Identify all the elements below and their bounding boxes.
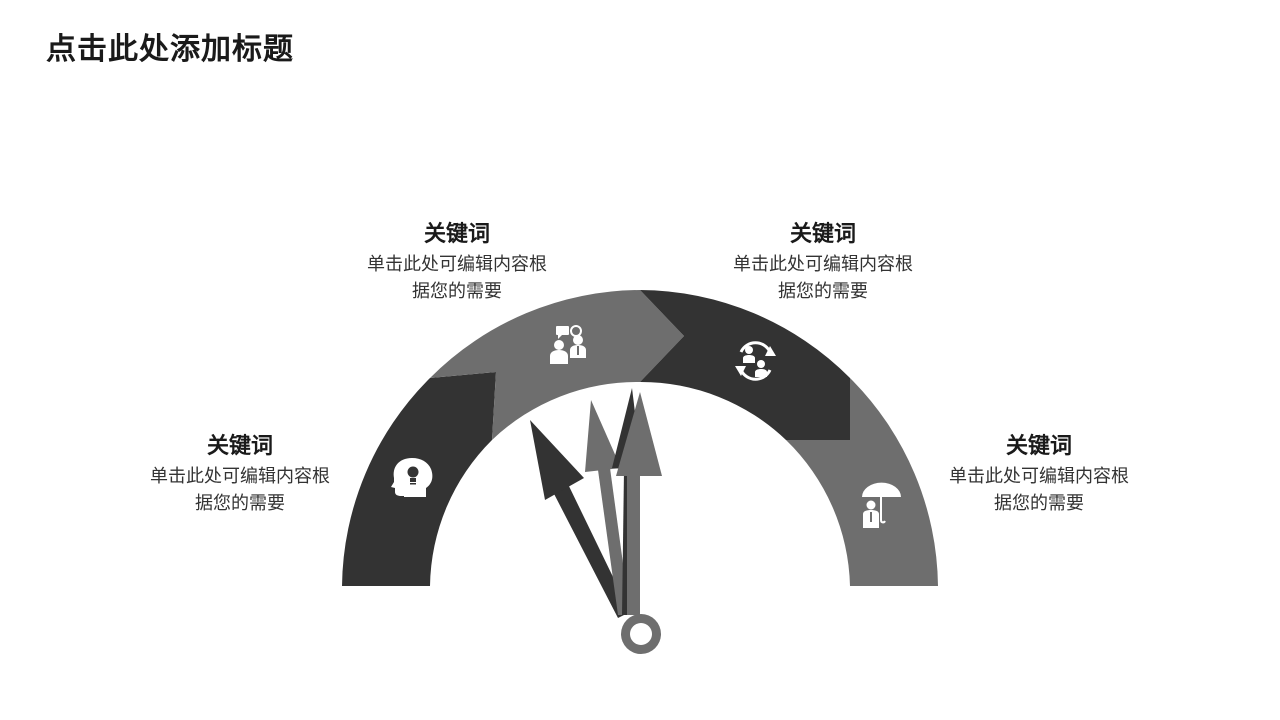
page-title[interactable]: 点击此处添加标题: [46, 32, 294, 67]
people-chat-icon: [550, 325, 586, 364]
keyword-title: 关键词: [206, 434, 273, 459]
keyword-block-2[interactable]: 关键词 单击此处可编辑内容根 据您的需要: [347, 221, 567, 305]
keyword-desc: 单击此处可编辑内容根 据您的需要: [949, 466, 1129, 514]
keyword-desc: 单击此处可编辑内容根 据您的需要: [733, 254, 913, 302]
umbrella-person-icon: [862, 482, 901, 528]
needle-arrow-4: [616, 392, 662, 615]
lightbulb-head-icon: [391, 458, 433, 497]
keyword-block-3[interactable]: 关键词 单击此处可编辑内容根 据您的需要: [713, 221, 933, 305]
people-cycle-icon: [735, 341, 776, 381]
keyword-desc: 单击此处可编辑内容根 据您的需要: [367, 254, 547, 302]
gauge-segment-4: [786, 378, 938, 586]
keyword-title: 关键词: [423, 222, 490, 247]
keyword-block-4[interactable]: 关键词 单击此处可编辑内容根 据您的需要: [929, 433, 1149, 517]
keyword-desc: 单击此处可编辑内容根 据您的需要: [150, 466, 330, 514]
needle-arrow-1: [530, 420, 630, 618]
gauge-segment-2: [430, 290, 684, 440]
keyword-title: 关键词: [789, 222, 856, 247]
keyword-title: 关键词: [1005, 434, 1072, 459]
needle-arrow-2: [585, 400, 630, 615]
needle-hub-hole: [630, 623, 652, 645]
keyword-block-1[interactable]: 关键词 单击此处可编辑内容根 据您的需要: [130, 433, 350, 517]
gauge-segment-3: [640, 290, 850, 440]
